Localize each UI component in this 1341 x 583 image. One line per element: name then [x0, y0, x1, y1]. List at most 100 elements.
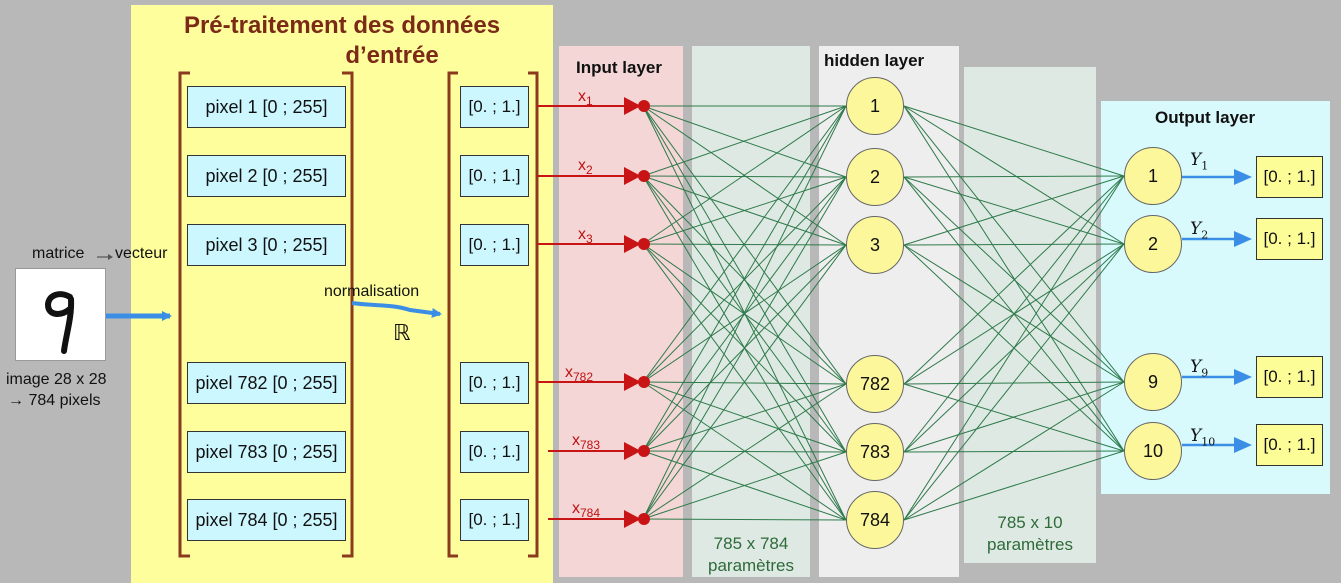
connection-in1-h1	[642, 175, 847, 178]
connection-h5-out1	[903, 243, 1125, 521]
connection-h0-out3	[903, 105, 1125, 452]
connection-h0-out1	[903, 105, 1125, 245]
connection-h0-out0	[903, 105, 1125, 177]
normalized-vector-left-bracket	[447, 71, 458, 558]
connection-h4-out2	[903, 381, 1125, 453]
input-layer-panel	[559, 46, 683, 577]
input-neuron-dot-3	[638, 376, 650, 388]
pixel-count-label: → 784 pixels	[8, 392, 101, 409]
input-arrows	[537, 97, 650, 528]
normalisation-arrow	[351, 301, 442, 318]
connection-h3-out2	[903, 381, 1125, 385]
image-size-label: image 28 x 28	[6, 371, 107, 388]
output-arrowhead-2	[1234, 369, 1252, 385]
input-arrowhead-5	[624, 510, 641, 528]
weights-1-params: 785 x 784 paramètres	[692, 533, 810, 577]
connection-in2-h1	[642, 176, 847, 245]
pixel-box-783: pixel 783 [0 ; 255]	[187, 431, 346, 473]
digit-nine-icon	[44, 291, 75, 354]
connection-h5-out0	[903, 175, 1125, 521]
weights-1-unit: paramètres	[708, 556, 794, 575]
weights-2-count: 785 x 10	[997, 513, 1063, 532]
input-label-x3: x3	[578, 226, 593, 247]
input-arrowhead-3	[624, 373, 641, 391]
reals-symbol: ℝ	[393, 320, 411, 345]
output-label-y10: Y10	[1190, 426, 1216, 449]
connection-in4-h3	[642, 383, 847, 452]
connection-in5-h5	[642, 518, 847, 521]
output-node-10: 10	[1124, 422, 1182, 480]
pixel-box-1: pixel 1 [0 ; 255]	[187, 86, 346, 128]
output-value-2: [0. ; 1.]	[1256, 218, 1323, 260]
connection-in3-h1	[642, 176, 847, 383]
normalisation-label: normalisation	[324, 283, 420, 300]
output-label-y2: Y2	[1190, 219, 1209, 242]
input-neuron-dot-1	[638, 170, 650, 182]
connection-in5-h3	[642, 383, 847, 520]
weights-1-count: 785 x 784	[713, 534, 789, 553]
output-arrows	[1182, 169, 1252, 453]
output-arrowhead-3	[1234, 437, 1252, 453]
input-label-x784: x784	[572, 500, 601, 521]
weights-2-unit: paramètres	[987, 535, 1073, 554]
pixel-vector-right-bracket	[342, 71, 354, 558]
hidden-node-3: 3	[846, 216, 904, 274]
connection-in5-h2	[642, 244, 847, 520]
normalized-box-1: [0. ; 1.]	[460, 86, 529, 128]
preprocessing-title-line2: d’entrée	[345, 42, 439, 69]
output-node-1: 1	[1124, 147, 1182, 205]
input-neuron-dot-5	[638, 513, 650, 525]
pixel-vector-left-bracket	[178, 71, 190, 558]
hidden-node-783: 783	[846, 423, 904, 481]
output-value-1: [0. ; 1.]	[1256, 156, 1323, 198]
pixel-box-2: pixel 2 [0 ; 255]	[187, 155, 346, 197]
input-label-x783: x783	[572, 432, 601, 453]
input-label-x782: x782	[565, 364, 594, 385]
connection-in5-h4	[642, 451, 847, 520]
connection-in3-h0	[642, 105, 847, 383]
weights-1-panel	[692, 46, 810, 577]
hidden-node-1: 1	[846, 77, 904, 135]
input-neuron-dot-4	[638, 445, 650, 457]
input-arrowhead-0	[624, 97, 641, 115]
matrice-label: matrice	[32, 245, 85, 262]
output-node-9: 9	[1124, 353, 1182, 411]
hidden-node-784: 784	[846, 491, 904, 549]
normalized-box-782: [0. ; 1.]	[460, 362, 529, 404]
output-node-2: 2	[1124, 215, 1182, 273]
mnist-digit-image	[15, 268, 106, 361]
input-hidden-connections	[642, 105, 847, 521]
connection-in5-h1	[642, 176, 847, 520]
connection-h4-out0	[903, 175, 1125, 453]
connection-in3-h3	[642, 381, 847, 385]
pixel-box-784: pixel 784 [0 ; 255]	[187, 499, 346, 541]
hidden-node-782: 782	[846, 355, 904, 413]
connection-in5-h0	[642, 105, 847, 520]
input-neuron-dot-2	[638, 238, 650, 250]
pixel-box-782: pixel 782 [0 ; 255]	[187, 362, 346, 404]
output-label-y9: Y9	[1190, 357, 1209, 380]
connection-h5-out3	[903, 450, 1125, 521]
input-arrowhead-1	[624, 167, 641, 185]
hidden-output-connections	[903, 105, 1125, 521]
normalized-vector-right-bracket	[528, 71, 539, 558]
output-label-y1: Y1	[1190, 150, 1209, 173]
input-label-x1: x1	[578, 88, 593, 109]
normalized-box-2: [0. ; 1.]	[460, 155, 529, 197]
preprocessing-title-line1: Pré-traitement des données	[183, 12, 501, 39]
connection-in1-h0	[642, 105, 847, 177]
input-arrowhead-2	[624, 235, 641, 253]
connection-in2-h0	[642, 105, 847, 245]
hidden-layer-panel	[819, 46, 959, 577]
normalized-box-3: [0. ; 1.]	[460, 224, 529, 266]
input-label-x2: x2	[578, 157, 593, 178]
hidden-node-2: 2	[846, 148, 904, 206]
vecteur-label: vecteur	[115, 245, 168, 262]
connection-in4-h1	[642, 176, 847, 452]
output-value-10: [0. ; 1.]	[1256, 424, 1323, 466]
input-layer-title: Input layer	[576, 58, 662, 77]
output-value-9: [0. ; 1.]	[1256, 356, 1323, 398]
hidden-layer-title: hidden layer	[824, 51, 925, 70]
connection-h1-out0	[903, 175, 1125, 178]
weights-2-params: 785 x 10 paramètres	[964, 512, 1096, 556]
